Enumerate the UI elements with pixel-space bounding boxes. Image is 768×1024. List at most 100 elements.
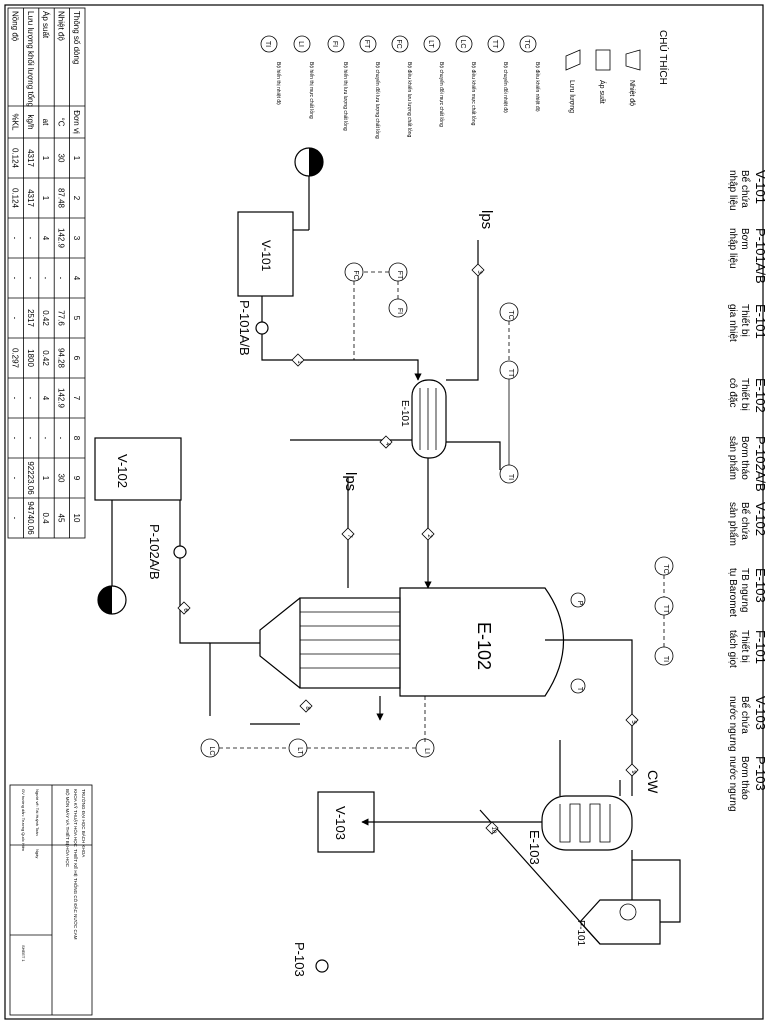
table-cell: - (26, 277, 35, 280)
separator-f101[interactable]: F-101 (575, 899, 661, 947)
svg-text:Bộ hiển thị lưu lượng chất lỏn: Bộ hiển thị lưu lượng chất lỏng (342, 62, 349, 131)
heat-exchanger-e101[interactable]: E-101 (399, 379, 447, 459)
legend-symbol-temperature: Nhiệt độ (625, 49, 641, 106)
svg-text:Bộ điều khiển lưu lượng chất l: Bộ điều khiển lưu lượng chất lỏng (406, 62, 413, 138)
equipment-name-2: sản phẩm (727, 436, 739, 480)
svg-text:2: 2 (426, 534, 432, 538)
table-cell: 30 (57, 474, 66, 483)
instrument-fc[interactable]: FC (344, 262, 364, 282)
svg-text:KHOA KỸ THUẬT HÓA HỌC: KHOA KỸ THUẬT HÓA HỌC (73, 789, 79, 848)
equipment-code: E-103 (753, 568, 768, 603)
table-cell: Nhiệt độ (57, 11, 66, 41)
stream-marker: 10 (485, 821, 499, 835)
table-cell: °C (57, 118, 66, 127)
svg-text:E-101: E-101 (399, 400, 410, 427)
table-cell: 92223.06 (26, 461, 35, 495)
legend-instrument-lc: LC Bộ điều khiển mực chất lỏng (455, 35, 477, 126)
svg-text:SHEET 1: SHEET 1 (21, 945, 26, 962)
svg-text:TC: TC (662, 564, 669, 573)
stream-marker: 3 (471, 263, 485, 277)
svg-text:Người vẽ: Tài Huỳnh Toàn: Người vẽ: Tài Huỳnh Toàn (35, 789, 40, 836)
table-cell: 1800 (26, 349, 35, 367)
instrument-tt2[interactable]: TT (654, 596, 674, 616)
instrument-fi[interactable]: FI (388, 298, 408, 318)
equipment-name-1: Bể chứa (739, 170, 751, 208)
stream-marker: 2 (421, 527, 435, 541)
svg-text:BỘ MÔN MÁY VÀ THIẾT BỊ HÓA HỌC: BỘ MÔN MÁY VÀ THIẾT BỊ HÓA HỌC (65, 789, 71, 868)
svg-text:Áp suất: Áp suất (598, 80, 607, 104)
svg-text:FI: FI (396, 308, 403, 314)
table-cell: - (10, 517, 19, 520)
agitator-v102 (97, 585, 127, 615)
table-cell: - (26, 397, 35, 400)
instrument-tt1[interactable]: TT (499, 360, 519, 380)
stream-marker: 8 (299, 699, 313, 713)
instrument-lc[interactable]: LC (200, 738, 220, 758)
equipment-name-2: nhập liệu (727, 170, 738, 211)
tank-v102[interactable]: V-102 (94, 437, 182, 501)
svg-text:LT: LT (296, 747, 303, 755)
pump-p101[interactable] (255, 321, 269, 335)
condenser-e103[interactable]: E-103 (527, 795, 633, 865)
tank-v101[interactable]: V-101 (237, 211, 294, 297)
equipment-name-1: Thiết bị (739, 304, 751, 337)
table-cell: 45 (57, 514, 66, 523)
drawing-frame (4, 4, 764, 1020)
equipment-name-2: nước ngưng (727, 756, 738, 812)
gauge-p[interactable]: P (570, 592, 586, 608)
table-header-cell: 8 (72, 436, 81, 441)
svg-text:FT: FT (396, 271, 403, 280)
table-header-cell: Thông số dòng (72, 11, 81, 64)
gauge-t[interactable]: T (570, 678, 586, 694)
pump-p103[interactable] (315, 959, 329, 973)
instrument-lt[interactable]: LT (288, 738, 308, 758)
instrument-tc2[interactable]: TC (654, 556, 674, 576)
pump-p102[interactable] (173, 545, 187, 559)
legend-instrument-li: LI Bộ hiển thị mực chất lỏng (293, 35, 315, 119)
instrument-ft[interactable]: FT (388, 262, 408, 282)
equipment-name-1: TB ngưng (739, 568, 750, 613)
label-p103: P-103 (292, 942, 307, 977)
instrument-ti2[interactable]: TI (654, 646, 674, 666)
equipment-name-1: Bể chứa (739, 502, 751, 540)
stream-marker: 7 (341, 527, 355, 541)
table-cell: 1 (41, 476, 50, 481)
table-cell: - (41, 437, 50, 440)
svg-text:7: 7 (346, 534, 352, 538)
table-cell: 0.124 (10, 188, 19, 209)
equipment-code: P-103 (753, 756, 768, 791)
table-cell: - (10, 437, 19, 440)
equipment-code: E-102 (753, 378, 768, 413)
svg-text:GV hướng dẫn: Trương Quốc Hiền: GV hướng dẫn: Trương Quốc Hiền (21, 789, 26, 851)
equipment-code: E-101 (753, 304, 768, 339)
agitator-v101 (293, 147, 324, 231)
equipment-name-1: Bơm (739, 228, 750, 250)
svg-text:T: T (576, 687, 583, 692)
svg-text:LC: LC (459, 40, 466, 49)
svg-text:V-101: V-101 (259, 240, 273, 272)
svg-text:8: 8 (304, 706, 310, 710)
process-lines (111, 240, 681, 945)
table-header-cell: 5 (72, 316, 81, 321)
svg-text:TT: TT (662, 605, 669, 614)
table-header-cell: 9 (72, 476, 81, 481)
instrument-tc1[interactable]: TC (499, 302, 519, 322)
table-header-cell: 4 (72, 276, 81, 281)
equipment-code: V-103 (753, 696, 768, 730)
table-cell: 0.297 (10, 348, 19, 369)
svg-text:E-103: E-103 (527, 830, 542, 865)
evaporator-e102[interactable]: E-102 (259, 587, 565, 697)
instrument-ti1[interactable]: TI (499, 464, 519, 484)
table-header-cell: 2 (72, 196, 81, 201)
svg-text:LI: LI (297, 41, 304, 47)
equipment-name-2: tụ Baromet (727, 568, 738, 617)
svg-text:Nhiệt độ: Nhiệt độ (628, 80, 635, 106)
equipment-name-1: Bể chứa (739, 696, 751, 734)
svg-text:E-102: E-102 (474, 622, 494, 670)
